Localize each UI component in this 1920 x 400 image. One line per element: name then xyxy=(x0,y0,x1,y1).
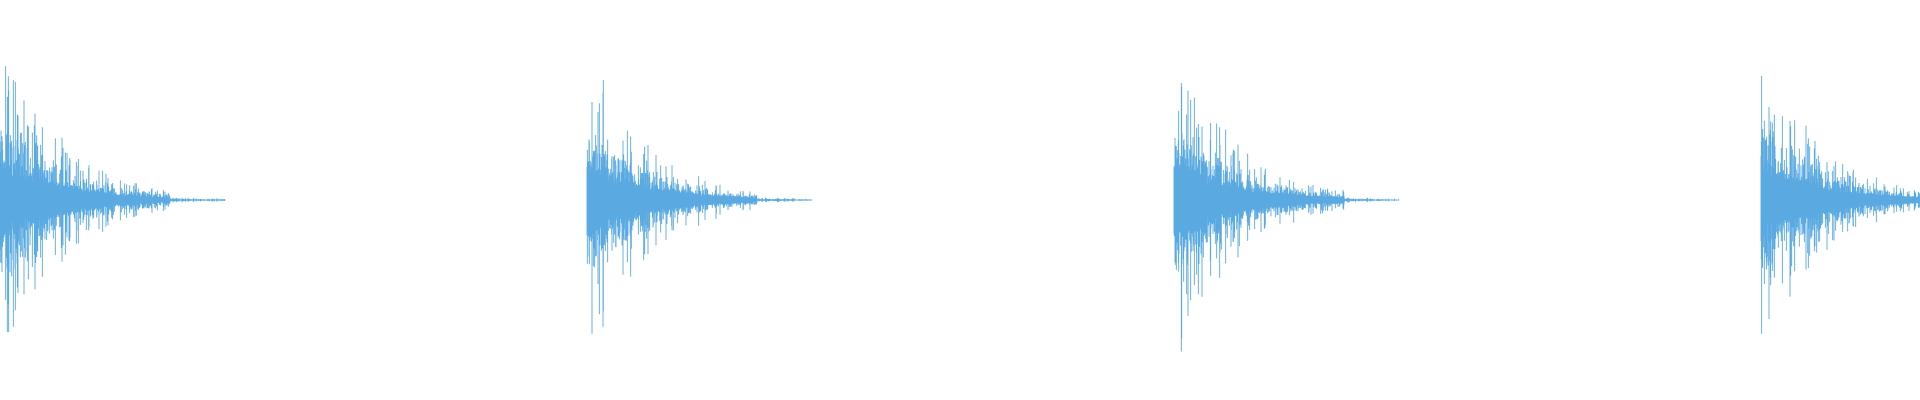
waveform-bursts xyxy=(0,66,1920,352)
waveform-burst-path xyxy=(1760,76,1920,334)
waveform-burst-2 xyxy=(586,79,813,334)
waveform-burst-path xyxy=(586,79,813,334)
waveform-burst-path xyxy=(0,66,226,333)
waveform-burst-path xyxy=(1173,83,1400,352)
waveform-burst-3 xyxy=(1173,83,1400,352)
waveform-burst-4 xyxy=(1760,76,1920,334)
waveform-burst-1 xyxy=(0,66,226,333)
